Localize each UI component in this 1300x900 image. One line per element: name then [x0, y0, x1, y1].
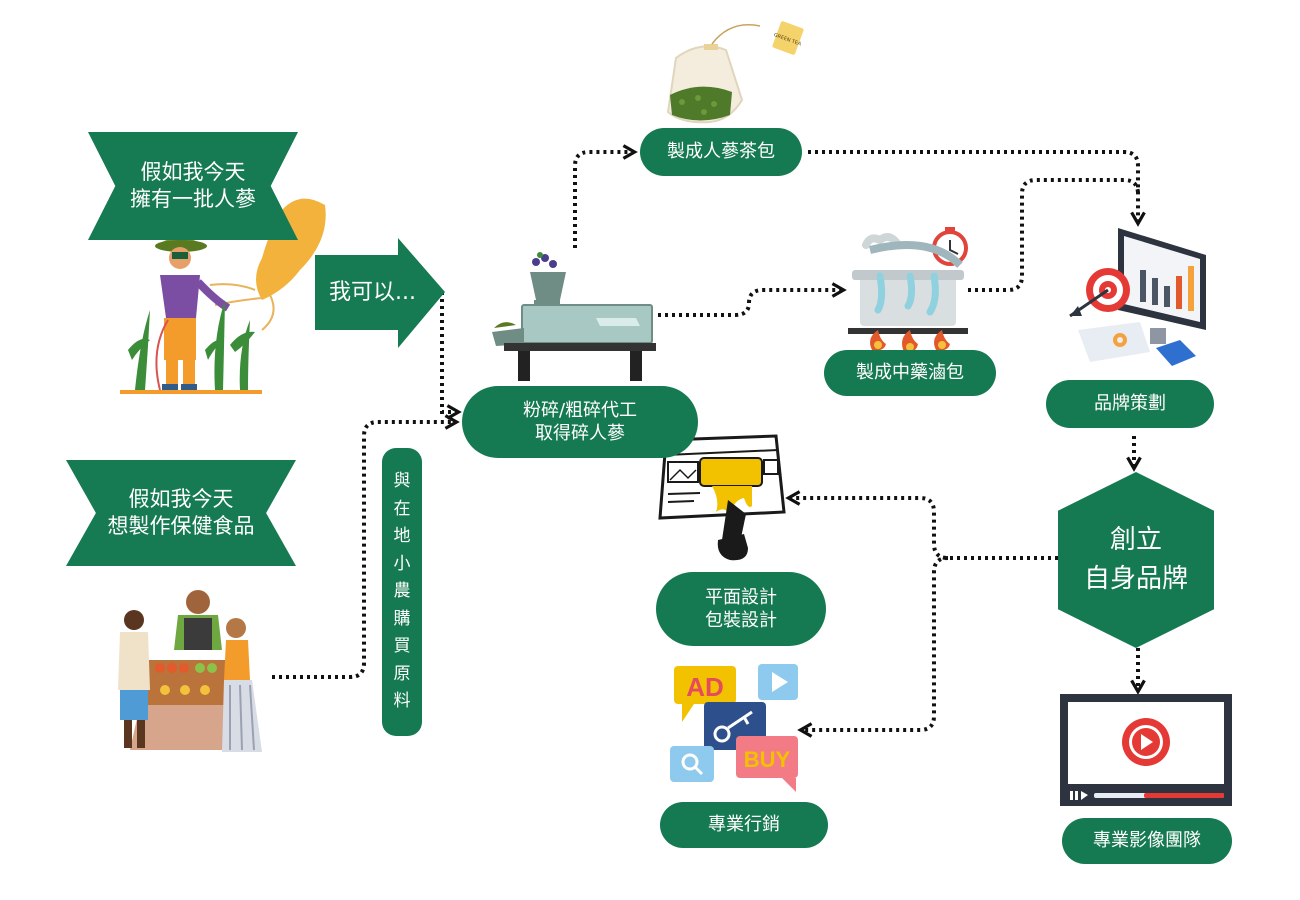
node-create-brand: 創立 自身品牌 [1058, 472, 1214, 648]
banner-ginseng: 假如我今天 擁有一批人蔘 [88, 132, 298, 240]
connector-pot-to-brand [968, 178, 1140, 292]
node-graphic-design: 平面設計 包裝設計 [656, 572, 826, 646]
node-grinding: 粉碎/粗碎代工 取得碎人蔘 [462, 386, 698, 458]
big-arrow [315, 238, 445, 348]
connector-tea-to-brand [808, 150, 1146, 227]
advertising-icon: AD BUY [670, 664, 798, 792]
node-tea-bag: 製成人蔘茶包 [640, 128, 802, 176]
grinding-machine-icon [492, 252, 656, 381]
video-player-icon [1060, 694, 1232, 806]
side-label-local-farmers: 與 在 地 小 農 購 買 原 料 [382, 448, 422, 736]
node-video-team: 專業影像團隊 [1062, 818, 1232, 864]
banner-health-food: 假如我今天 想製作保健食品 [66, 460, 296, 566]
design-roller-screen-icon [658, 434, 786, 561]
tea-bag-icon: GREEN TEA [666, 21, 804, 124]
node-marketing: 專業行銷 [660, 802, 828, 848]
market-stall-people-icon [118, 590, 262, 752]
node-brand-planning: 品牌策劃 [1046, 380, 1214, 428]
connector-create-to-design [785, 490, 1058, 560]
connector-create-to-marketing [797, 556, 949, 738]
arrow-label: 我可以... [329, 279, 416, 305]
svg-text:AD: AD [686, 672, 724, 702]
svg-text:BUY: BUY [744, 747, 791, 772]
cooking-pot-icon [848, 227, 968, 353]
connector-farmers-to-grinding [272, 414, 460, 679]
connector-arrow-to-grinding [440, 292, 462, 420]
analytics-monitor-icon [1069, 228, 1206, 366]
connectors [272, 144, 1146, 738]
connector-machine-to-pot [658, 282, 847, 317]
connector-machine-to-tea [573, 144, 638, 248]
node-herbal-pack: 製成中藥滷包 [824, 350, 996, 396]
